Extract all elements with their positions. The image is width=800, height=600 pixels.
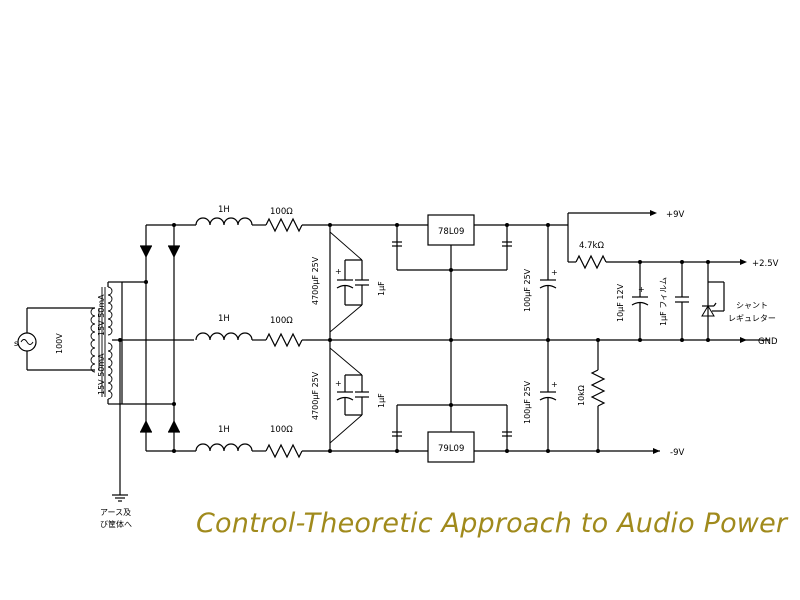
- svg-text:+: +: [335, 379, 342, 388]
- transformer: 15V 50mA 15V 50mA: [90, 281, 122, 405]
- output-capacitors: + 100μF 25V + 100μF 25V: [523, 223, 558, 453]
- ac-voltage-label: 100V: [55, 333, 64, 354]
- diode-bridge: [140, 245, 180, 433]
- resistor-top: [265, 217, 303, 233]
- resistor-10k: 10kΩ: [577, 338, 606, 453]
- inductor-top: [195, 217, 253, 226]
- output-minus9v-label: -9V: [670, 448, 684, 458]
- cap-film: 1μF フィルム: [659, 262, 689, 342]
- resistor-bottom-label: 100Ω: [270, 425, 293, 435]
- resistor-top-label: 100Ω: [270, 207, 293, 217]
- svg-text:+: +: [638, 285, 645, 294]
- inductor-bottom-label: 1H: [218, 425, 230, 435]
- svg-text:+: +: [551, 380, 558, 389]
- regulator-78l09: 78L09: [392, 214, 548, 432]
- cap-big-bottom-label: 4700μF 25V: [311, 371, 320, 420]
- output-gnd-label: GND: [758, 337, 778, 347]
- ac-source-symbol: [17, 332, 37, 352]
- cap-10uf-label: 10μF 12V: [616, 283, 625, 322]
- resistor-middle: [265, 332, 303, 348]
- svg-text:+: +: [551, 268, 558, 277]
- svg-text:+: +: [335, 267, 342, 276]
- resistor-4k7-label: 4.7kΩ: [579, 241, 604, 251]
- earth: アース及 び筐体へ: [100, 340, 132, 529]
- inductor-middle: [195, 332, 253, 341]
- cap-10uf: + 10μF 12V: [616, 262, 649, 342]
- cap-film-label: 1μF フィルム: [659, 277, 668, 326]
- inductor-top-label: 1H: [218, 205, 230, 215]
- regulator-positive-label: 78L09: [438, 227, 464, 237]
- shunt-label-line1: シャント: [736, 301, 768, 310]
- shunt-label-line2: レギュレター: [728, 314, 776, 323]
- earth-label-line1: アース及: [100, 508, 131, 517]
- resistor-middle-label: 100Ω: [270, 316, 293, 326]
- output-plus2v5-label: +2.5V: [752, 259, 779, 269]
- cap-small-bottom-label: 1μF: [377, 393, 386, 408]
- cap-small-top-label: 1μF: [377, 281, 386, 296]
- regulator-negative-label: 79L09: [438, 444, 464, 454]
- slide-caption: Control-Theoretic Approach to Audio Powe…: [196, 508, 788, 539]
- secondary-top-label: 15V 50mA: [97, 294, 106, 336]
- resistor-4k7: [575, 254, 607, 270]
- cap-big-top-label: 4700μF 25V: [311, 256, 320, 305]
- secondary-bottom-label: 15V 50mA: [97, 353, 106, 395]
- shunt-regulator: シャント レギュレター: [701, 262, 776, 342]
- cap-out-bottom-label: 100μF 25V: [523, 380, 532, 424]
- output-plus9v-label: +9V: [666, 210, 685, 220]
- resistor-10k-label: 10kΩ: [577, 385, 586, 406]
- positive-9v-output: +9V 4.7kΩ +2.5V: [548, 210, 779, 270]
- earth-label-line2: び筐体へ: [100, 519, 132, 529]
- gnd-output: GND: [740, 337, 778, 347]
- inductor-bottom: [195, 443, 253, 452]
- inductor-middle-label: 1H: [218, 314, 230, 324]
- resistor-bottom: [265, 443, 303, 459]
- ac-source: s 100V: [14, 307, 95, 371]
- cap-out-top-label: 100μF 25V: [523, 268, 532, 312]
- filter-capacitors: + 4700μF 25V 1μF + 4700μF 25V 1μF: [311, 225, 386, 451]
- negative-9v-output: -9V: [653, 448, 684, 458]
- ac-marker: s: [14, 339, 18, 348]
- regulator-79l09: 79L09: [392, 338, 660, 463]
